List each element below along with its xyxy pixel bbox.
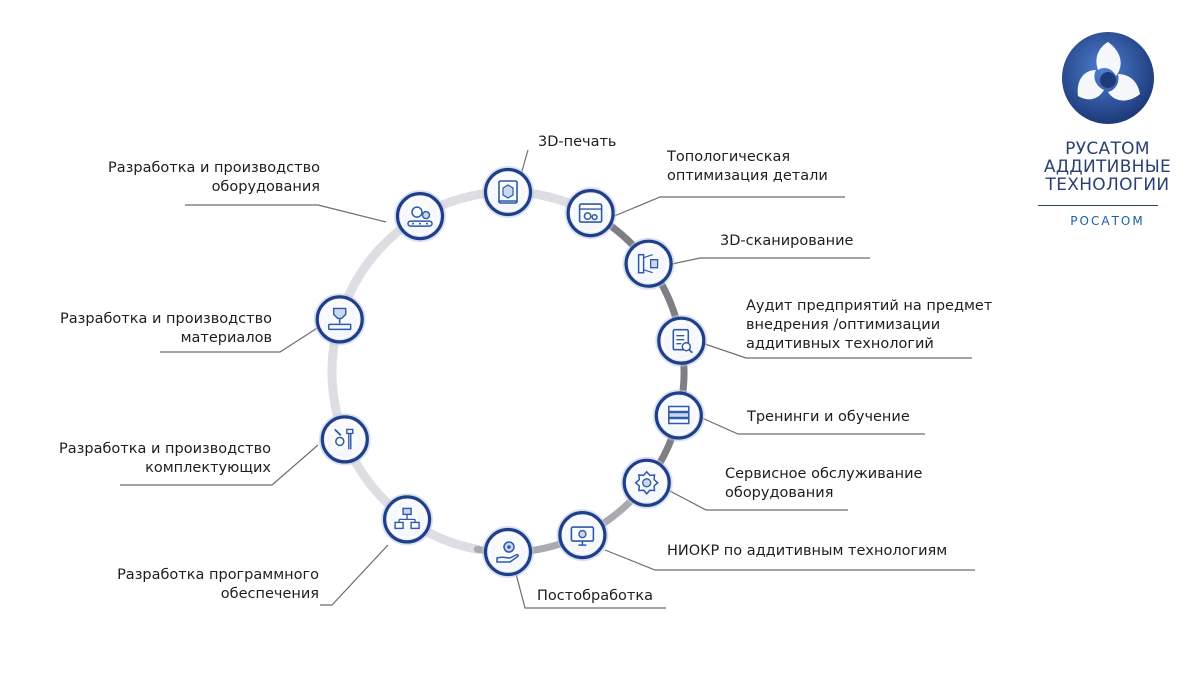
leader-lines — [120, 149, 975, 609]
logo-subtitle: РОСАТОМ — [1070, 214, 1145, 228]
hand-gear-icon — [496, 541, 519, 563]
label-software: Разработка программного обеспечения — [117, 567, 319, 602]
leader-rnd — [604, 549, 975, 571]
leader-components — [120, 444, 319, 486]
node-service — [620, 456, 673, 509]
gear-wrench-icon — [634, 470, 659, 495]
label-service: Сервисное обслуживание оборудования — [725, 466, 923, 501]
3d-printer-icon — [498, 180, 518, 204]
leader-training — [701, 417, 925, 435]
leader-scanning — [671, 257, 870, 265]
node-materials — [313, 293, 366, 346]
leader-software — [320, 544, 389, 606]
node-scanning — [622, 237, 675, 290]
label-rnd: НИОКР по аддитивным технологиям — [667, 543, 948, 559]
leader-equipment — [185, 204, 387, 223]
leader-topology — [599, 196, 845, 223]
node-equipment — [394, 190, 446, 243]
node-software — [381, 493, 434, 546]
monitor-gear-icon — [570, 526, 595, 546]
logo-divider — [1038, 205, 1158, 206]
browser-gears-icon — [578, 203, 603, 223]
network-icon — [394, 507, 420, 530]
node-topology — [564, 187, 617, 240]
label-training: Тренинги и обучение — [747, 409, 910, 425]
3d-scanner-icon — [637, 253, 659, 274]
logo-title-line2: АДДИТИВНЫЕ — [1043, 157, 1172, 177]
label-equipment: Разработка и производство оборудования — [108, 160, 320, 195]
logo-title-line3: ТЕХНОЛОГИИ — [1045, 175, 1170, 195]
label-components: Разработка и производство комплектующих — [59, 441, 271, 476]
node-components — [318, 413, 371, 466]
label-topology: Топологическая оптимизация детали — [667, 149, 828, 184]
books-icon — [668, 405, 690, 425]
rosatom-emblem-icon — [1062, 32, 1154, 124]
node-post — [482, 526, 534, 578]
logo-title-line1: РУСАТОМ — [1065, 139, 1150, 159]
label-materials: Разработка и производство материалов — [60, 311, 272, 346]
node-training — [652, 389, 705, 442]
label-3d-print: 3D-печать — [538, 134, 617, 150]
service-nodes — [313, 166, 708, 578]
extruder-icon — [327, 307, 352, 331]
leader-post — [514, 569, 666, 609]
clipboard-search-icon — [672, 328, 693, 354]
leader-service — [667, 489, 848, 511]
label-audit: Аудит предприятий на предмет внедрения /… — [746, 298, 993, 352]
gears-conveyor-icon — [407, 206, 433, 227]
leader-audit — [701, 342, 972, 359]
node-audit — [655, 314, 708, 367]
rusatom-logo: РУСАТОМ АДДИТИВНЫЕ ТЕХНОЛОГИИ РОСАТОМ — [1030, 28, 1185, 238]
label-scanning: 3D-сканирование — [720, 233, 854, 249]
node-rnd — [556, 509, 609, 562]
bolts-icon — [334, 428, 354, 450]
leader-materials — [160, 324, 323, 353]
label-post: Постобработка — [537, 588, 653, 604]
node-3d-print — [482, 166, 534, 218]
